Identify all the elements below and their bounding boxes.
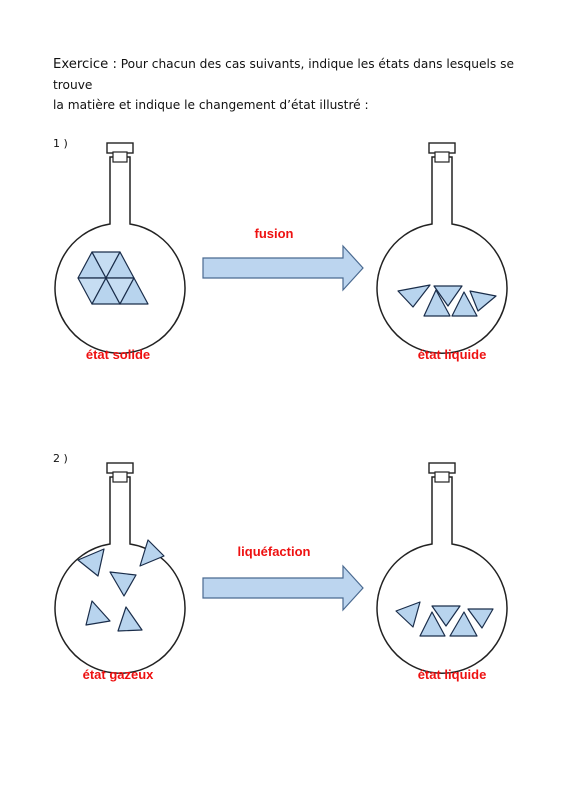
case-1-diagram (54, 142, 508, 354)
gas-particles (77, 539, 165, 632)
solid-particles (77, 251, 149, 305)
case-1-number: 1 ) (53, 137, 68, 150)
liquid-particles-1 (397, 284, 497, 317)
liquid-particles-2 (395, 601, 494, 637)
state-label-liquid-2: état liquide (417, 667, 487, 682)
case-2-number: 2 ) (53, 452, 68, 465)
flask-liquid-state-2 (376, 462, 508, 674)
transformation-arrow-2 (202, 565, 364, 611)
exercise-title: Exercice : (53, 57, 117, 72)
state-label-solid: état solide (85, 347, 151, 362)
flask-liquid-state-1 (376, 142, 508, 354)
transformation-label-1: fusion (254, 226, 294, 241)
transformation-label-2: liquéfaction (237, 544, 311, 559)
flask-solid-state (54, 142, 186, 354)
state-label-gas: état gazeux (82, 667, 154, 682)
state-label-liquid-1: état liquide (417, 347, 487, 362)
case-2-diagram (54, 462, 508, 674)
exercise-instructions: Exercice : Pour chacun des cas suivants,… (53, 54, 523, 115)
instruction-line-1: Pour chacun des cas suivants, indique le… (53, 57, 514, 92)
transformation-arrow-1 (202, 245, 364, 291)
flask-gas-state (54, 462, 186, 674)
instruction-line-2: la matière et indique le changement d’ét… (53, 98, 369, 112)
